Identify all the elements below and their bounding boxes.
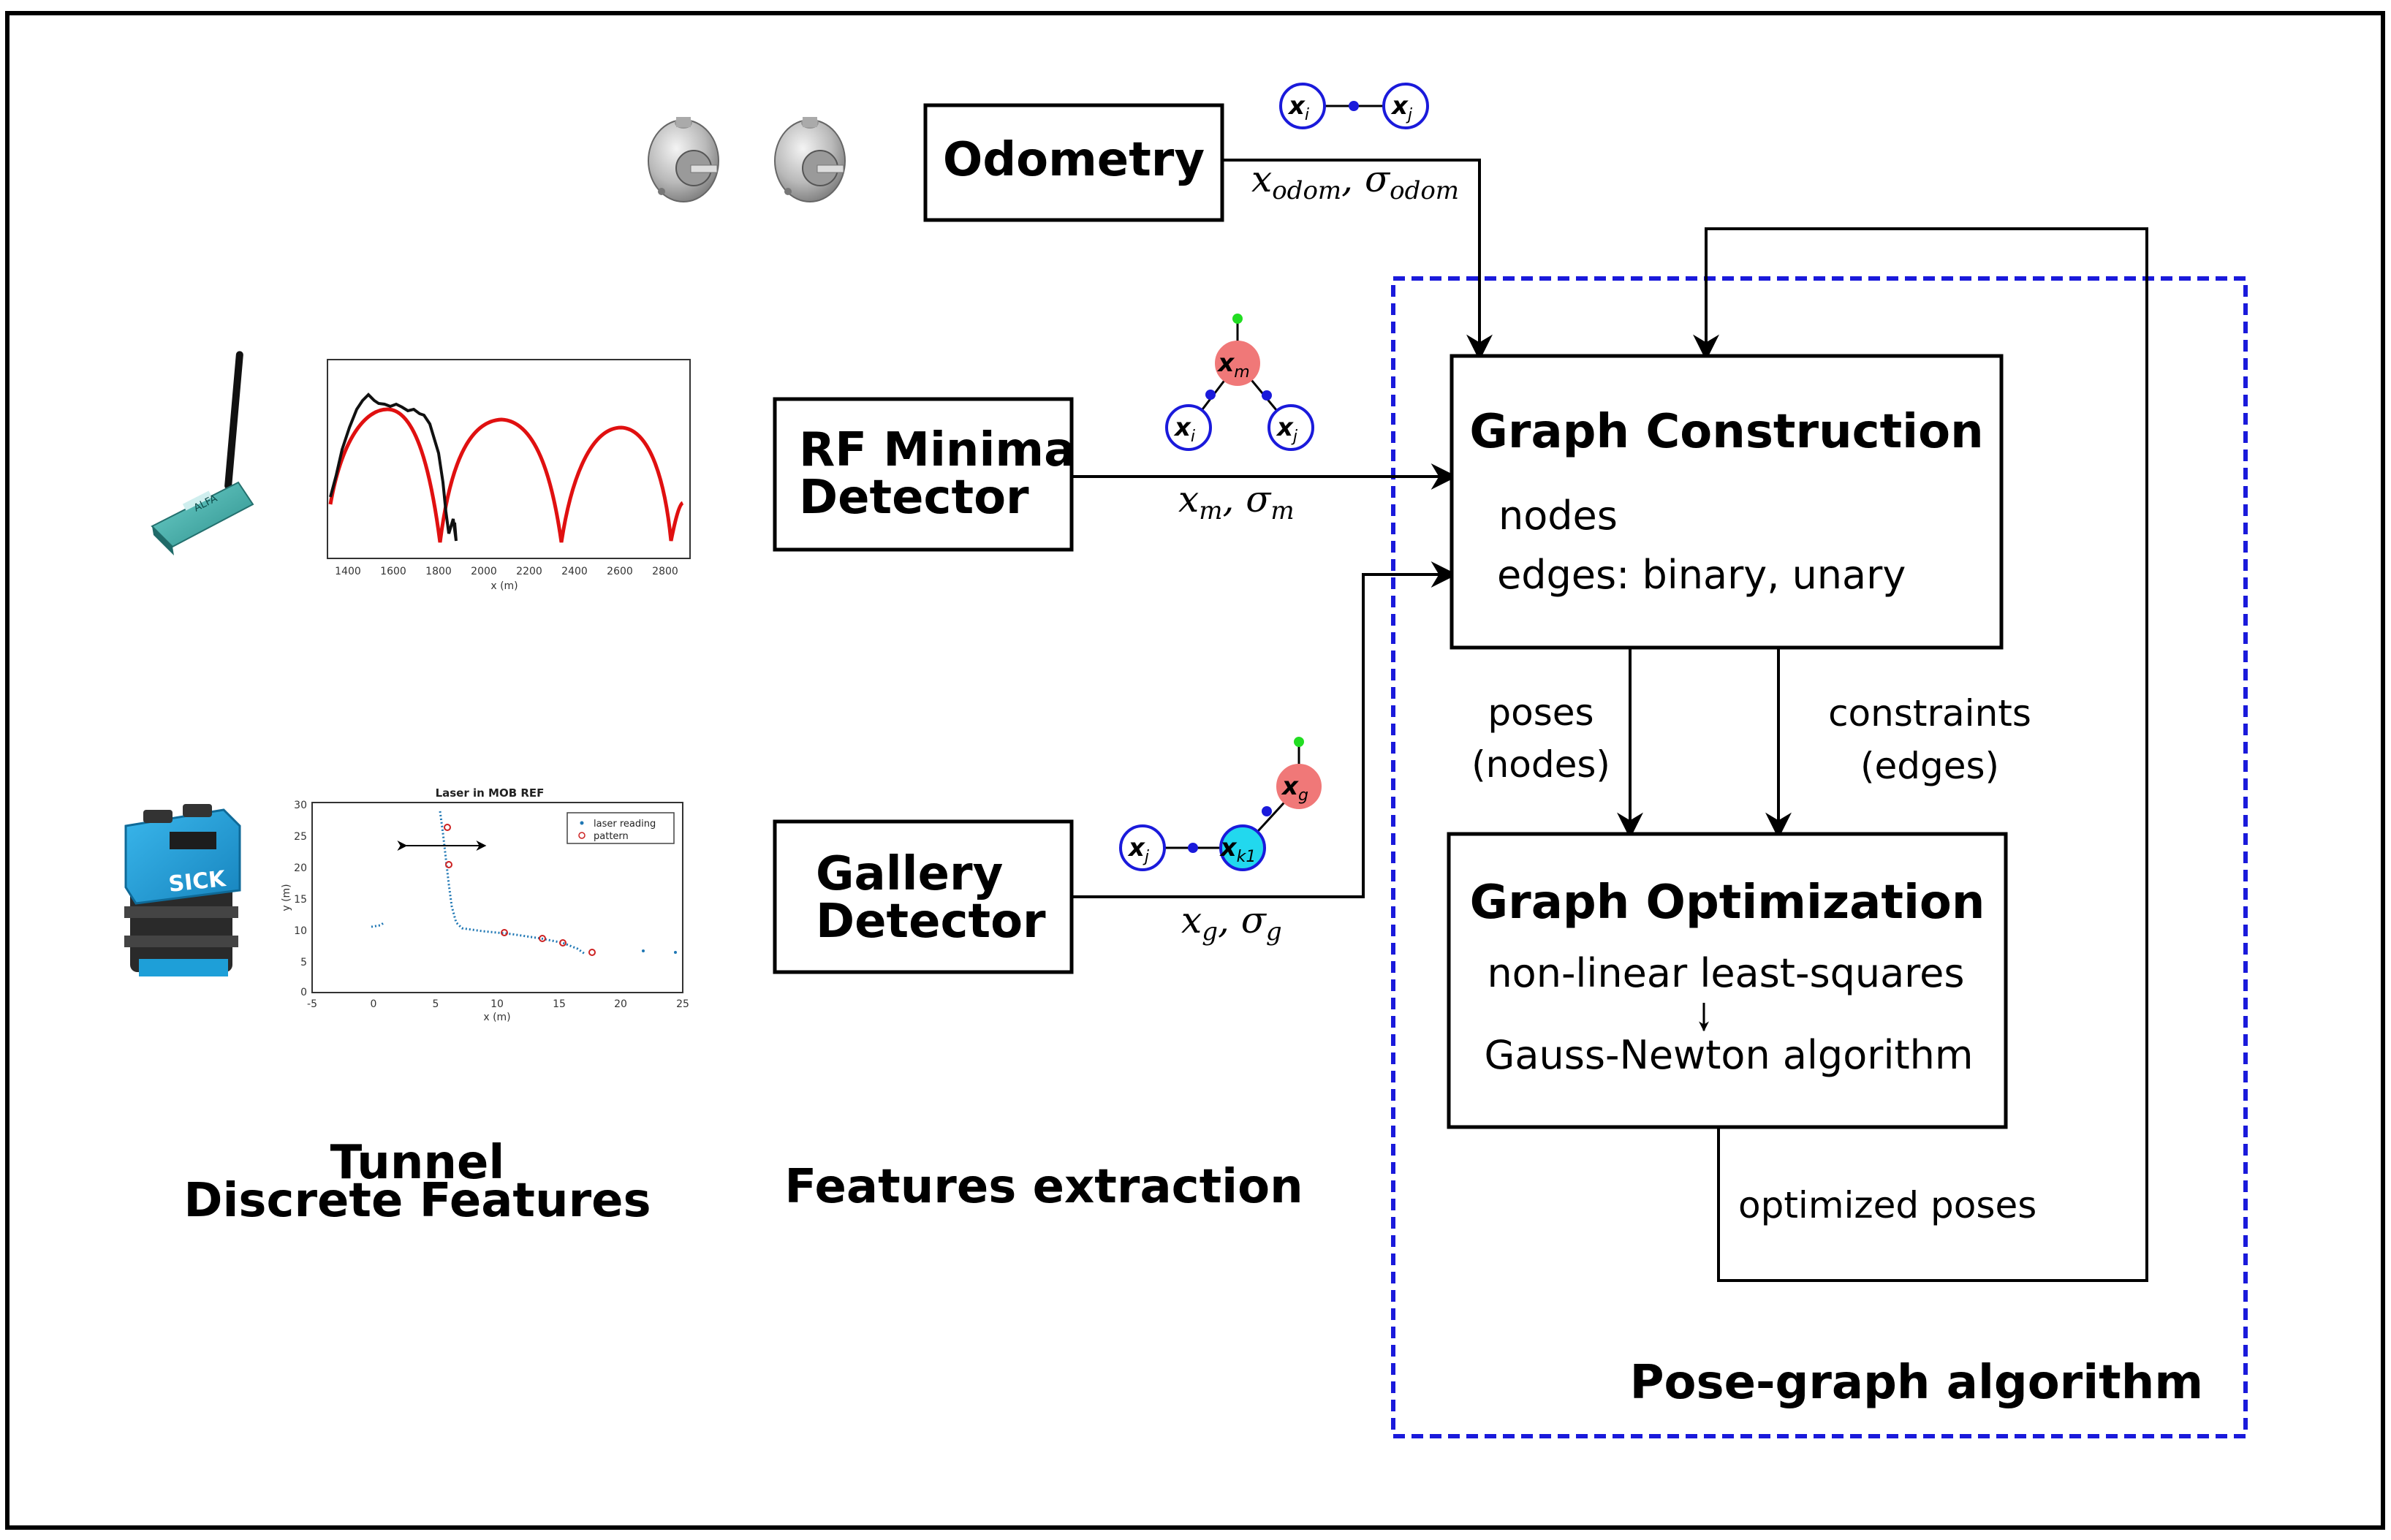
svg-text:5: 5 <box>300 957 307 968</box>
sick-laser-image: SICK <box>124 804 241 976</box>
rf-detector-box <box>773 397 1074 552</box>
graph-optimization-box <box>1447 832 2008 1129</box>
svg-text:xi: xi <box>1287 91 1309 124</box>
svg-text:Laser in MOB REF: Laser in MOB REF <box>436 786 545 800</box>
svg-text:1800: 1800 <box>425 566 452 577</box>
svg-text:25: 25 <box>294 831 307 843</box>
svg-text:5: 5 <box>433 998 439 1010</box>
svg-text:10: 10 <box>294 925 307 937</box>
graph-construction-edges: edges: binary, unary <box>1497 552 1906 598</box>
rf-output: xm, σm <box>1178 478 1295 526</box>
node-xi <box>1279 83 1326 129</box>
constraints-label-1: constraints <box>1828 692 2031 735</box>
svg-text:2200: 2200 <box>516 566 542 577</box>
node-xk1 <box>1219 824 1266 871</box>
svg-text:1400: 1400 <box>335 566 361 577</box>
node-xj <box>1382 83 1429 129</box>
node-xj <box>1119 824 1166 871</box>
svg-text:SICK: SICK <box>167 866 228 898</box>
svg-text:20: 20 <box>294 862 307 874</box>
svg-text:1600: 1600 <box>380 566 406 577</box>
gallery-detector-label-2: Detector <box>816 895 1046 949</box>
rf-antenna-image: ALFA <box>151 351 254 555</box>
node-xm <box>1215 341 1260 386</box>
poses-label-2: (nodes) <box>1471 743 1610 786</box>
svg-text:pattern: pattern <box>594 831 629 842</box>
feedback-loop <box>1693 227 2148 1282</box>
encoder-image-2 <box>774 117 846 202</box>
svg-text:laser reading: laser reading <box>594 819 656 830</box>
region-label: Pose-graph algorithm <box>1630 1356 2203 1410</box>
svg-text:10: 10 <box>490 998 504 1010</box>
gallery-factor-graph: xg xj xk1 <box>1119 737 1322 871</box>
rf-black-curve <box>329 392 458 542</box>
svg-text:2600: 2600 <box>607 566 633 577</box>
gallery-detector-box <box>773 819 1074 974</box>
graph-optimization-line1: non-linear least-squares <box>1487 950 1964 996</box>
sensors-title-1: Tunnel <box>330 1136 505 1190</box>
sensors-title-2: Discrete Features <box>183 1174 651 1228</box>
svg-text:x (m): x (m) <box>490 580 518 592</box>
graph-construction-box <box>1450 354 2004 650</box>
svg-text:20: 20 <box>614 998 627 1010</box>
constraints-label-2: (edges) <box>1860 745 1999 787</box>
svg-text:xk1: xk1 <box>1219 833 1257 866</box>
odometry-label: Odometry <box>943 133 1205 187</box>
svg-text:15: 15 <box>553 998 566 1010</box>
laser-plot: Laser in MOB REF 30 25 20 15 10 5 0 -5 0… <box>281 786 689 1023</box>
rf-factor-graph: xm xi xj <box>1165 314 1314 451</box>
rf-red-curve <box>328 407 684 543</box>
encoder-image-1 <box>648 117 719 202</box>
svg-text:xj: xj <box>1390 91 1413 124</box>
svg-text:2400: 2400 <box>561 566 588 577</box>
svg-text:xm: xm <box>1216 349 1249 382</box>
svg-text:30: 30 <box>294 800 307 811</box>
rf-x-ticks: 1400 1600 1800 2000 2200 2400 2600 2800 <box>335 566 678 577</box>
gallery-output: xg, σg <box>1181 899 1282 947</box>
rf-detector-label-2: Detector <box>799 471 1029 525</box>
svg-text:25: 25 <box>676 998 689 1010</box>
graph-optimization-title: Graph Optimization <box>1470 876 1985 930</box>
svg-text:2800: 2800 <box>652 566 678 577</box>
node-xg <box>1276 764 1322 809</box>
odometry-arrow <box>1222 159 1493 361</box>
svg-text:xg: xg <box>1281 772 1308 805</box>
optimized-label: optimized poses <box>1738 1184 2036 1226</box>
node-xi <box>1165 404 1212 451</box>
features-title: Features extraction <box>784 1160 1303 1214</box>
rf-plot: 1400 1600 1800 2000 2200 2400 2600 2800 … <box>327 359 691 592</box>
odometry-output: xodom, σodom <box>1251 158 1459 205</box>
svg-text:2000: 2000 <box>471 566 497 577</box>
gallery-arrow <box>1072 561 1458 898</box>
odometry-box <box>923 103 1224 222</box>
node-xj <box>1268 404 1314 451</box>
svg-text:xi: xi <box>1173 413 1195 446</box>
outer-frame <box>5 11 2385 1530</box>
svg-text:y (m): y (m) <box>281 884 292 911</box>
graph-optimization-line2: Gauss-Newton algorithm <box>1485 1032 1974 1078</box>
graph-construction-nodes: nodes <box>1498 493 1618 539</box>
pose-graph-region <box>1391 276 2248 1438</box>
graph-construction-title: Graph Construction <box>1469 405 1983 459</box>
odometry-factor-graph: xi xj <box>1279 83 1429 129</box>
svg-text:0: 0 <box>300 987 307 998</box>
poses-label-1: poses <box>1488 691 1594 734</box>
gallery-detector-label-1: Gallery <box>816 847 1003 901</box>
svg-text:xj: xj <box>1127 833 1150 866</box>
rf-detector-label-1: RF Minima <box>799 423 1075 477</box>
svg-text:x (m): x (m) <box>483 1012 510 1023</box>
svg-text:0: 0 <box>371 998 377 1010</box>
svg-text:-5: -5 <box>307 998 317 1010</box>
svg-text:xj: xj <box>1276 413 1298 446</box>
svg-text:15: 15 <box>294 894 307 906</box>
